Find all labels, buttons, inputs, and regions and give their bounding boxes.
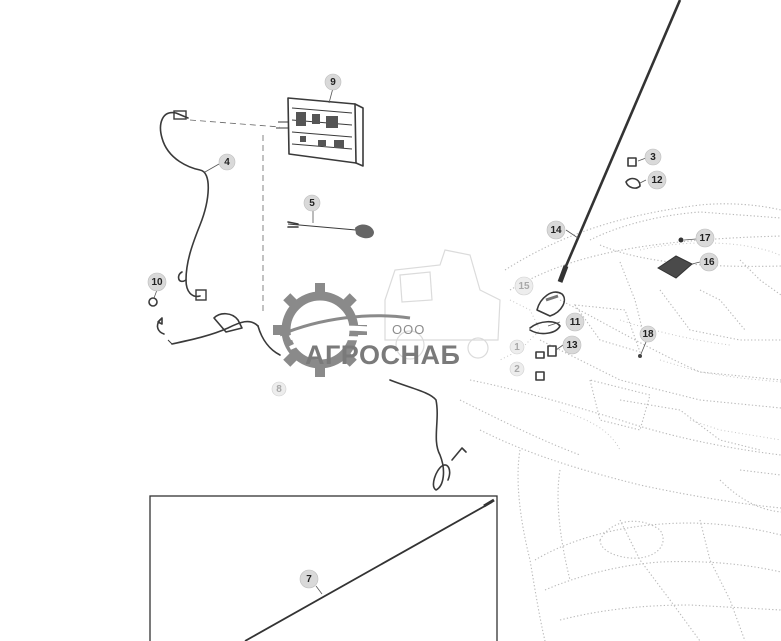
callout-number: 16 — [703, 257, 715, 268]
watermark-company-name: АГРОСНАБ — [305, 340, 460, 370]
callout-13: 13 — [562, 335, 582, 355]
callout-10: 10 — [147, 272, 167, 292]
callout-7: 7 — [299, 569, 319, 589]
callout-layer: 9 4 5 3 12 14 17 16 10 15 11 18 1 13 2 8 7 — [147, 73, 719, 589]
harness-part-4 — [159, 110, 210, 301]
callout-1: 1 — [509, 339, 525, 355]
callout-4: 4 — [218, 153, 236, 171]
radio-unit-part-9 — [276, 97, 364, 167]
callout-number: 4 — [224, 157, 230, 168]
callout-number: 7 — [306, 574, 312, 585]
callout-circle — [324, 73, 342, 91]
assembly-guide-lines — [189, 119, 281, 315]
callout-3: 3 — [644, 148, 662, 166]
antenna-base-parts — [529, 291, 566, 381]
callout-11: 11 — [565, 312, 585, 332]
callout-number: 1 — [514, 342, 520, 353]
callout-number: 2 — [514, 364, 520, 375]
callout-number: 15 — [518, 281, 530, 292]
callout-5: 5 — [303, 194, 321, 212]
callout-18: 18 — [639, 325, 657, 343]
callout-circle — [271, 381, 287, 397]
callout-number: 14 — [550, 225, 562, 236]
callout-circle — [303, 194, 321, 212]
watermark-gear-icon — [273, 283, 381, 377]
tractor-body-outline — [459, 203, 781, 641]
callout-2: 2 — [509, 361, 525, 377]
callout-number: 5 — [309, 198, 315, 209]
screw-part-18 — [638, 354, 642, 358]
callout-9: 9 — [324, 73, 342, 91]
callout-circle — [647, 170, 667, 190]
callout-number: 17 — [699, 233, 711, 244]
antenna-cable-part-5 — [287, 221, 374, 239]
callout-number: 18 — [642, 329, 654, 340]
callout-circle — [509, 361, 525, 377]
callout-number: 8 — [276, 384, 282, 395]
watermark-swoosh — [279, 314, 411, 337]
callout-circle — [509, 339, 525, 355]
callout-circle — [639, 325, 657, 343]
callout-number: 3 — [650, 152, 656, 163]
callout-circle — [218, 153, 236, 171]
callout-circle — [699, 252, 719, 272]
callout-17: 17 — [695, 228, 715, 248]
inset-box-part-7 — [149, 495, 498, 641]
callout-number: 9 — [330, 77, 336, 88]
callout-8: 8 — [271, 381, 287, 397]
callout-circle — [565, 312, 585, 332]
callout-number: 11 — [570, 317, 581, 328]
watermark-company-prefix: ООО — [392, 322, 425, 337]
cable-part-8 — [148, 297, 467, 491]
callout-number: 10 — [151, 277, 163, 288]
callout-number: 13 — [566, 340, 578, 351]
callout-number: 12 — [651, 175, 663, 186]
watermark-harvester-graphic — [384, 249, 501, 360]
callout-circle — [546, 220, 566, 240]
callout-15: 15 — [514, 276, 534, 296]
callout-circle — [299, 569, 319, 589]
callout-16: 16 — [699, 252, 719, 272]
antenna-mast-part-14 — [557, 0, 682, 283]
clip-parts-3-12 — [625, 157, 641, 189]
callout-circle — [644, 148, 662, 166]
callout-12: 12 — [647, 170, 667, 190]
callout-circle — [695, 228, 715, 248]
callout-14: 14 — [546, 220, 566, 240]
callout-circle — [147, 272, 167, 292]
callout-circle — [562, 335, 582, 355]
callout-circle — [514, 276, 534, 296]
